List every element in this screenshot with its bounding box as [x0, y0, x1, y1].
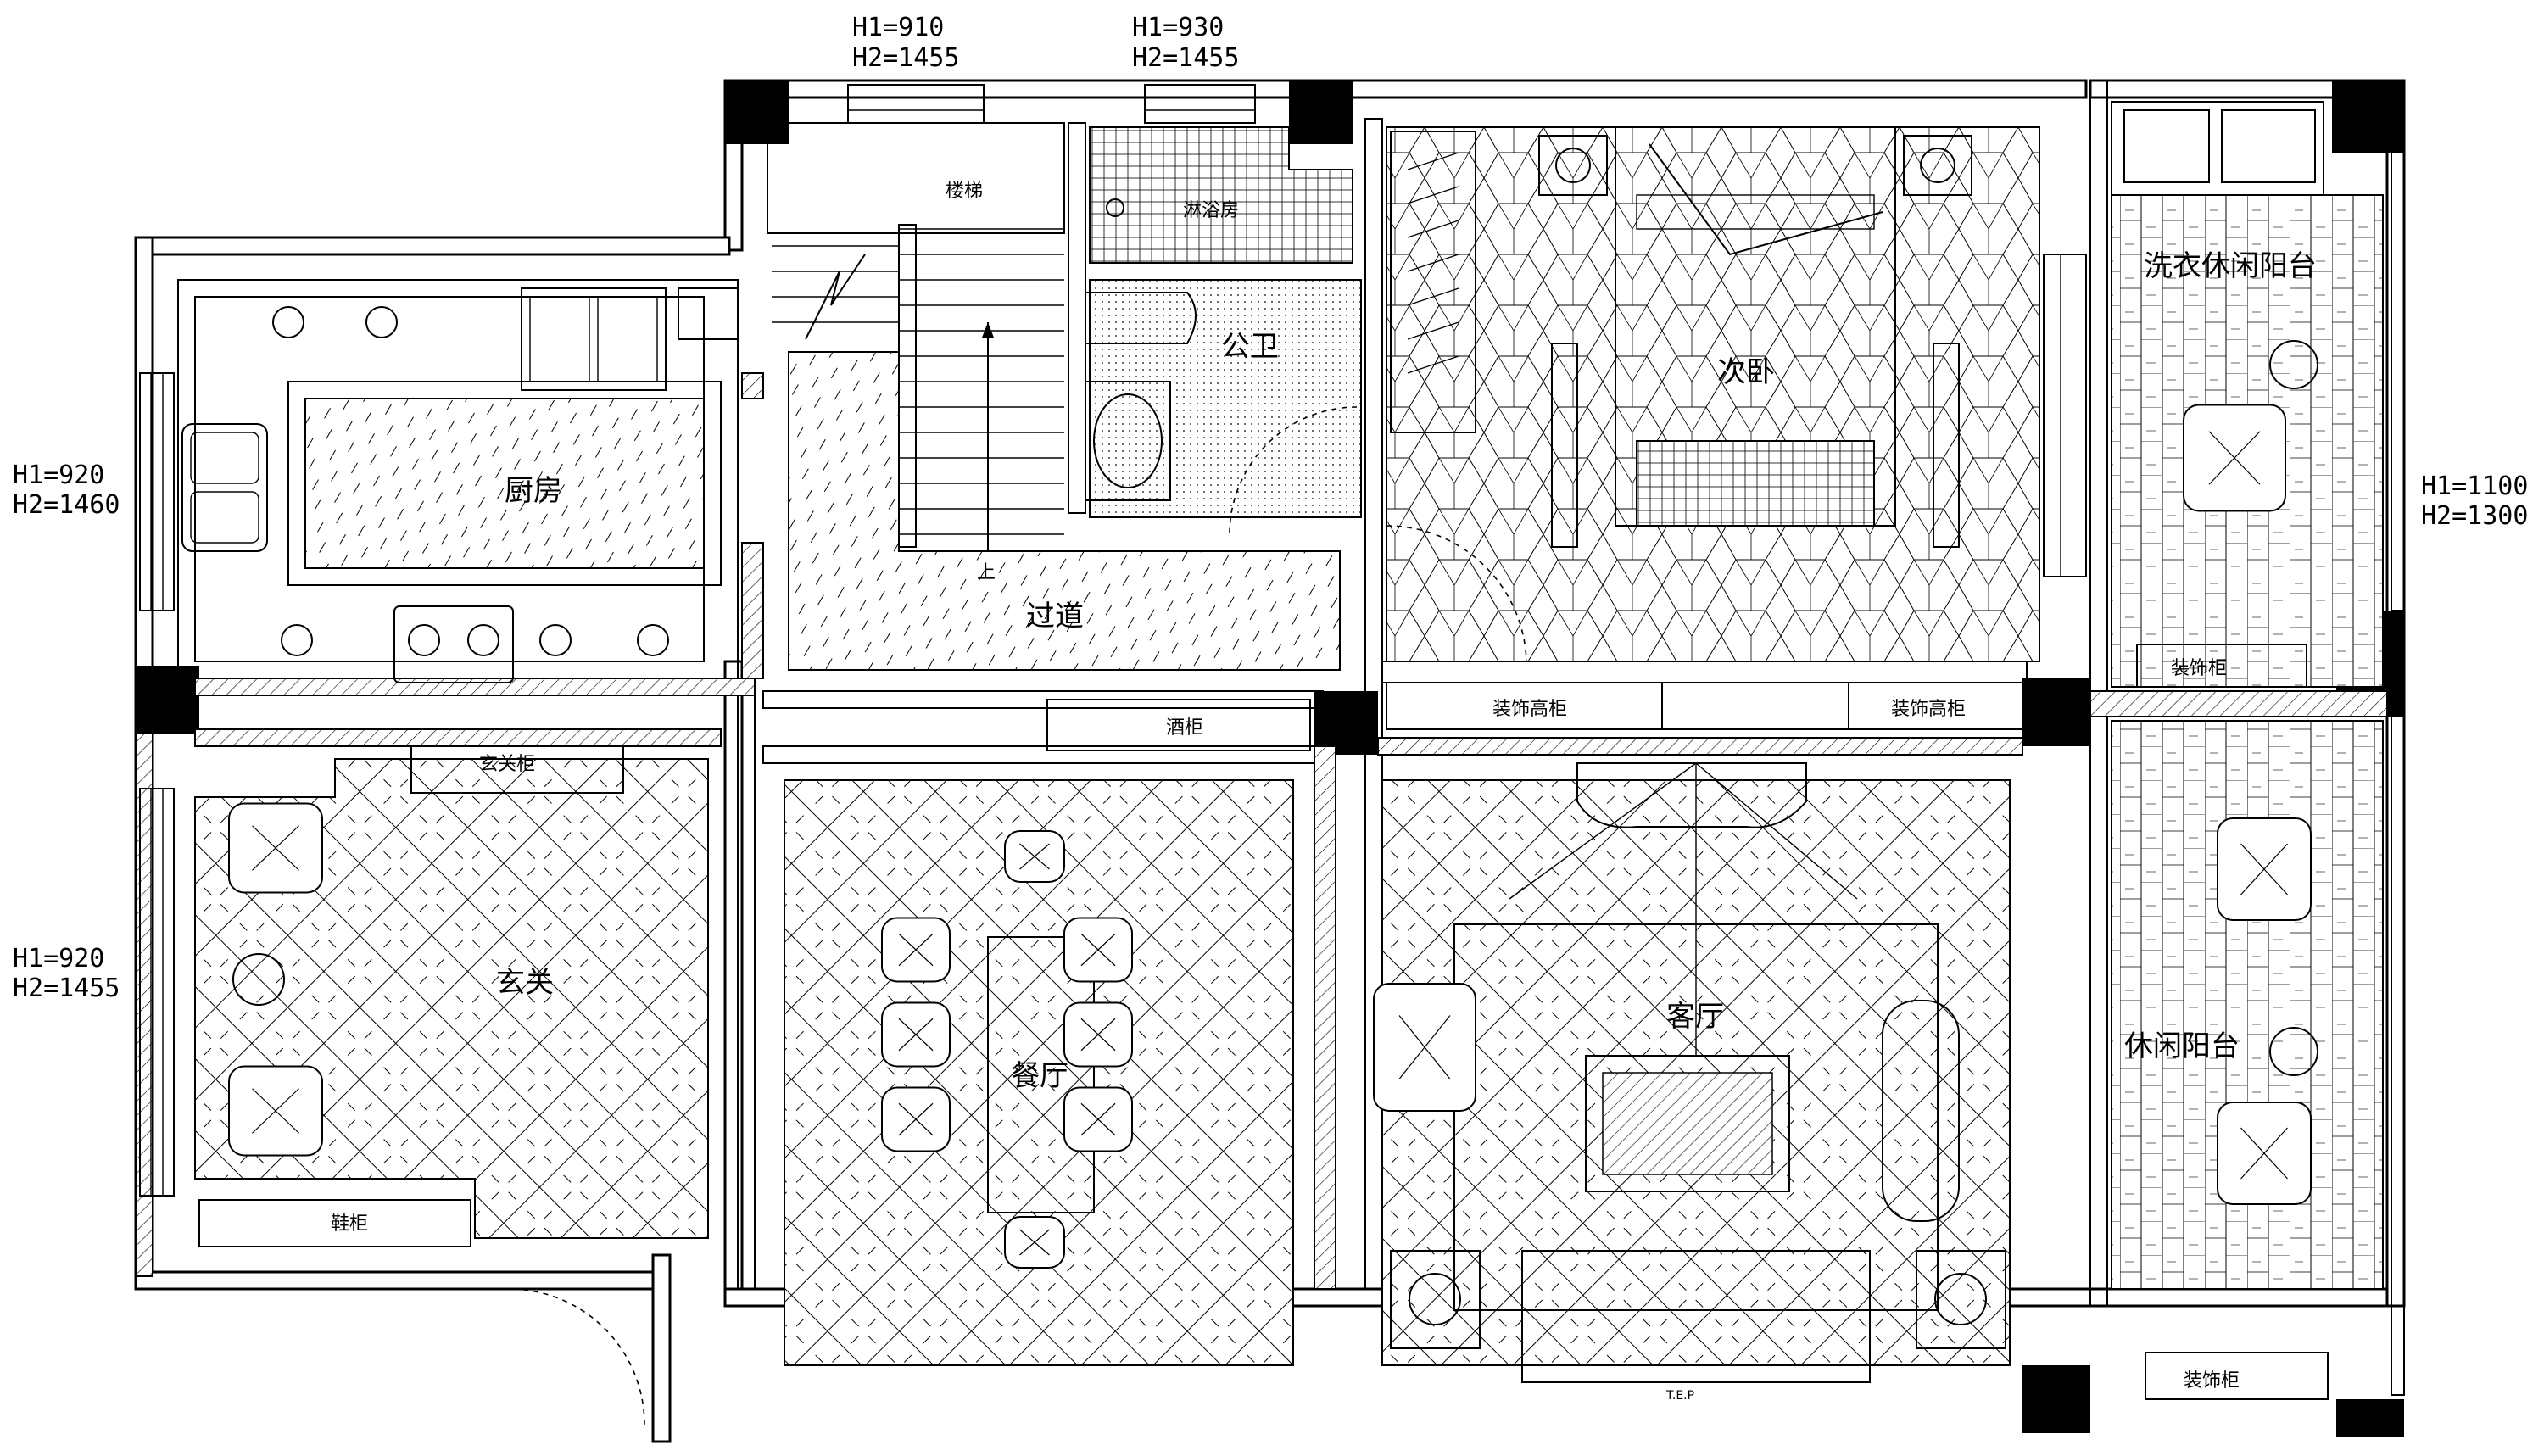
dim-top-right-h2: H2=1455 — [1132, 43, 1239, 73]
label-deco-cabinet-upper: 装饰柜 — [2171, 658, 2227, 679]
chair-tufting — [252, 1088, 299, 1134]
laundry-balcony — [2111, 101, 2384, 688]
label-corridor: 过道 — [1026, 600, 1084, 633]
chair-tufting — [2240, 1127, 2288, 1180]
dim-left-lower-h2: H2=1455 — [13, 973, 120, 1003]
label-leisure-balcony: 休闲阳台 — [2124, 1029, 2240, 1063]
label-bathroom: 公卫 — [1221, 330, 1279, 364]
dim-top-left-h1: H1=910 — [852, 13, 944, 42]
room-labels: 厨房 楼梯 淋浴房 公卫 过道 次卧 洗衣休闲阳台 休闲阳台 玄关 餐厅 客厅 — [496, 181, 2317, 1093]
label-deco-tall-cabinet-left: 装饰高柜 — [1492, 699, 1567, 720]
label-living: 客厅 — [1666, 1000, 1724, 1034]
dim-right-h2: H2=1300 — [2421, 501, 2528, 531]
label-wine-cabinet: 酒柜 — [1166, 717, 1203, 739]
chair-tufting — [2240, 843, 2288, 895]
chair-tufting — [1398, 1015, 1451, 1079]
foyer — [194, 745, 709, 1425]
dim-top-left-h2: H2=1455 — [852, 43, 959, 73]
label-shower: 淋浴房 — [1183, 200, 1239, 221]
label-dining: 餐厅 — [1011, 1059, 1068, 1093]
dim-left-upper-h1: H1=920 — [13, 460, 104, 490]
chair-tufting — [1080, 1102, 1116, 1136]
chair-tufting — [898, 1102, 934, 1136]
chair-tufting — [1080, 1018, 1116, 1052]
label-foyer-cabinet: 玄关柜 — [479, 754, 535, 775]
chair-tufting — [1019, 843, 1050, 870]
label-stairs: 楼梯 — [946, 181, 983, 202]
fixture-labels: 玄关柜 鞋柜 酒柜 装饰高柜 装饰高柜 装饰柜 装饰柜 上 T.E.P — [331, 562, 2240, 1403]
dim-left-upper-h2: H2=1460 — [13, 490, 120, 520]
dimension-annotations: H1=910 H2=1455 H1=930 H2=1455 H1=920 H2=… — [13, 13, 2528, 1003]
furniture-chairs — [228, 404, 2312, 1269]
cabinets — [1046, 682, 2023, 751]
interior-walls — [135, 80, 2388, 1307]
top-windows — [139, 84, 2405, 1396]
label-kitchen: 厨房 — [505, 474, 562, 508]
label-tv: T.E.P — [1665, 1389, 1694, 1403]
chair-tufting — [898, 1018, 934, 1052]
second-bedroom — [1386, 126, 2040, 662]
chair-tufting — [2208, 431, 2261, 485]
dim-right-h1: H1=1100 — [2421, 471, 2528, 501]
label-shoe-cabinet: 鞋柜 — [331, 1213, 368, 1235]
chair-tufting — [1080, 933, 1116, 967]
label-laundry-balcony: 洗衣休闲阳台 — [2144, 249, 2317, 283]
chair-tufting — [252, 825, 299, 871]
label-deco-cabinet-lower: 装饰柜 — [2184, 1370, 2240, 1392]
bathroom — [1085, 126, 1362, 535]
label-deco-tall-cabinet-right: 装饰高柜 — [1891, 699, 1966, 720]
corridor — [788, 351, 1341, 671]
kitchen — [181, 287, 739, 683]
label-foyer: 玄关 — [496, 966, 554, 1000]
label-second-bedroom: 次卧 — [1717, 355, 1775, 389]
dim-top-right-h1: H1=930 — [1132, 13, 1224, 42]
chair-tufting — [898, 933, 934, 967]
living-room — [1381, 762, 2011, 1383]
label-stair-up: 上 — [977, 562, 996, 583]
dim-left-lower-h1: H1=920 — [13, 944, 104, 973]
chair-tufting — [1019, 1229, 1050, 1256]
